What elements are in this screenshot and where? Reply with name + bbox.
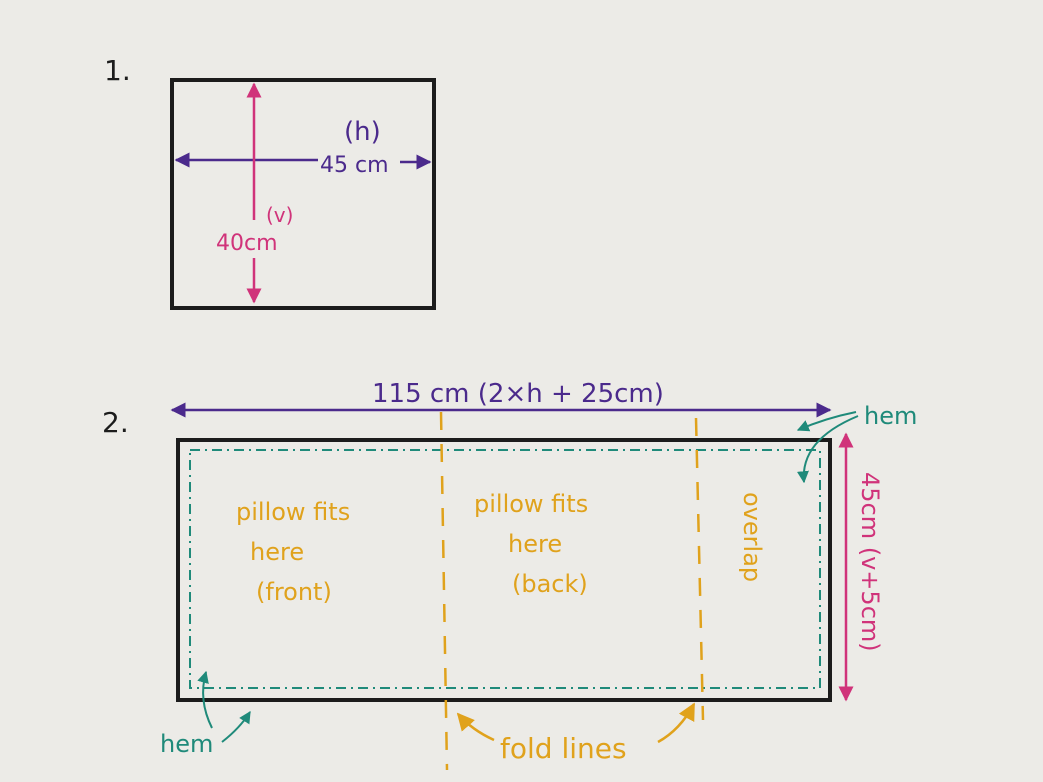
step1-width-value: 45 cm <box>320 153 389 178</box>
fold-arrow-left <box>456 712 495 742</box>
front-panel-line2: here <box>250 538 304 566</box>
step2-hem-line <box>189 449 821 689</box>
hem-bottom-arrow-2 <box>221 710 251 743</box>
fold-line-left <box>439 411 449 771</box>
step1-height-label: (v) <box>266 203 293 227</box>
hem-label-top: hem <box>864 402 917 430</box>
step2-number: 2. <box>102 406 129 439</box>
step2-total-width: 115 cm (2×h + 25cm) <box>372 379 664 409</box>
step2-fabric-rect <box>176 438 832 702</box>
step1-square <box>170 78 436 310</box>
back-panel-line1: pillow fits <box>474 490 588 518</box>
step1-number: 1. <box>104 54 131 87</box>
back-panel-line2: here <box>508 530 562 558</box>
front-panel-line3: (front) <box>256 578 332 606</box>
step1-width-label: (h) <box>344 117 381 147</box>
hem-top-arrow-2 <box>797 415 859 484</box>
fold-line-right <box>694 417 705 721</box>
hem-bottom-arrow-1 <box>197 670 213 729</box>
overlap-label: overlap <box>738 492 766 582</box>
hem-label-bottom: hem <box>160 730 213 758</box>
fold-lines-label: fold lines <box>500 732 627 765</box>
front-panel-line1: pillow fits <box>236 498 350 526</box>
hem-top-arrow-1 <box>796 411 857 432</box>
back-panel-line3: (back) <box>512 570 588 598</box>
fold-arrow-right <box>657 702 696 744</box>
step2-height-label: 45cm (v+5cm) <box>856 472 884 652</box>
step1-height-value: 40cm <box>216 231 278 256</box>
